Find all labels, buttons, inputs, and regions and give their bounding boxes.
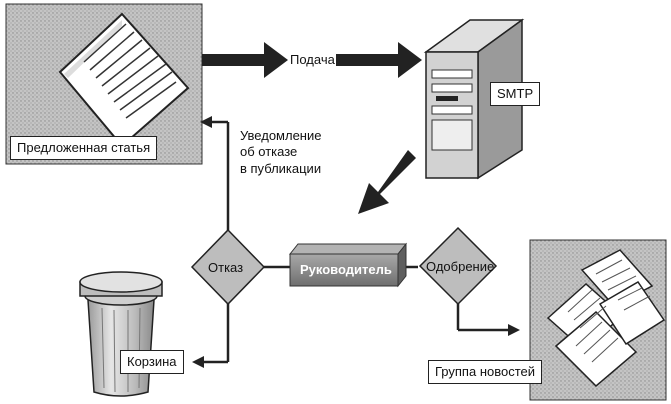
approve-diamond bbox=[418, 226, 498, 306]
reject-label: Отказ bbox=[208, 260, 244, 275]
trash-label: Корзина bbox=[120, 350, 184, 374]
rejection-notice-line-1: Уведомление bbox=[240, 128, 322, 143]
arrow-submit-to-server bbox=[336, 42, 422, 78]
line-reject-to-trash bbox=[204, 300, 230, 364]
arrowhead-to-newsgroup bbox=[508, 324, 520, 336]
submit-label: Подача bbox=[290, 52, 335, 67]
rejection-notice-label: Уведомление об отказе в публикации bbox=[240, 128, 321, 177]
arrowhead-to-article bbox=[200, 116, 212, 128]
rejection-notice-line-3: в публикации bbox=[240, 160, 322, 176]
newsgroup-label: Группа новостей bbox=[428, 360, 543, 384]
proposed-article-label: Предложенная статья bbox=[10, 136, 158, 160]
newsgroup-panel bbox=[529, 239, 667, 401]
document-icon bbox=[58, 12, 190, 148]
rejection-notice-line-2: об отказе bbox=[240, 144, 298, 160]
smtp-label: SMTP bbox=[490, 82, 541, 106]
newsgroup-documents-icon bbox=[546, 249, 666, 388]
reject-diamond bbox=[190, 228, 266, 306]
arrow-article-to-submit bbox=[202, 42, 288, 78]
approve-label: Одобрение bbox=[426, 259, 495, 274]
line-approve-to-newsgroup bbox=[456, 300, 508, 332]
arrow-server-to-moderator bbox=[358, 150, 416, 214]
moderator-bar bbox=[288, 242, 408, 288]
trash-can-icon bbox=[79, 271, 163, 397]
line-reject-to-article bbox=[212, 120, 230, 230]
moderator-label: Руководитель bbox=[300, 262, 392, 277]
arrowhead-to-trash bbox=[192, 356, 204, 368]
